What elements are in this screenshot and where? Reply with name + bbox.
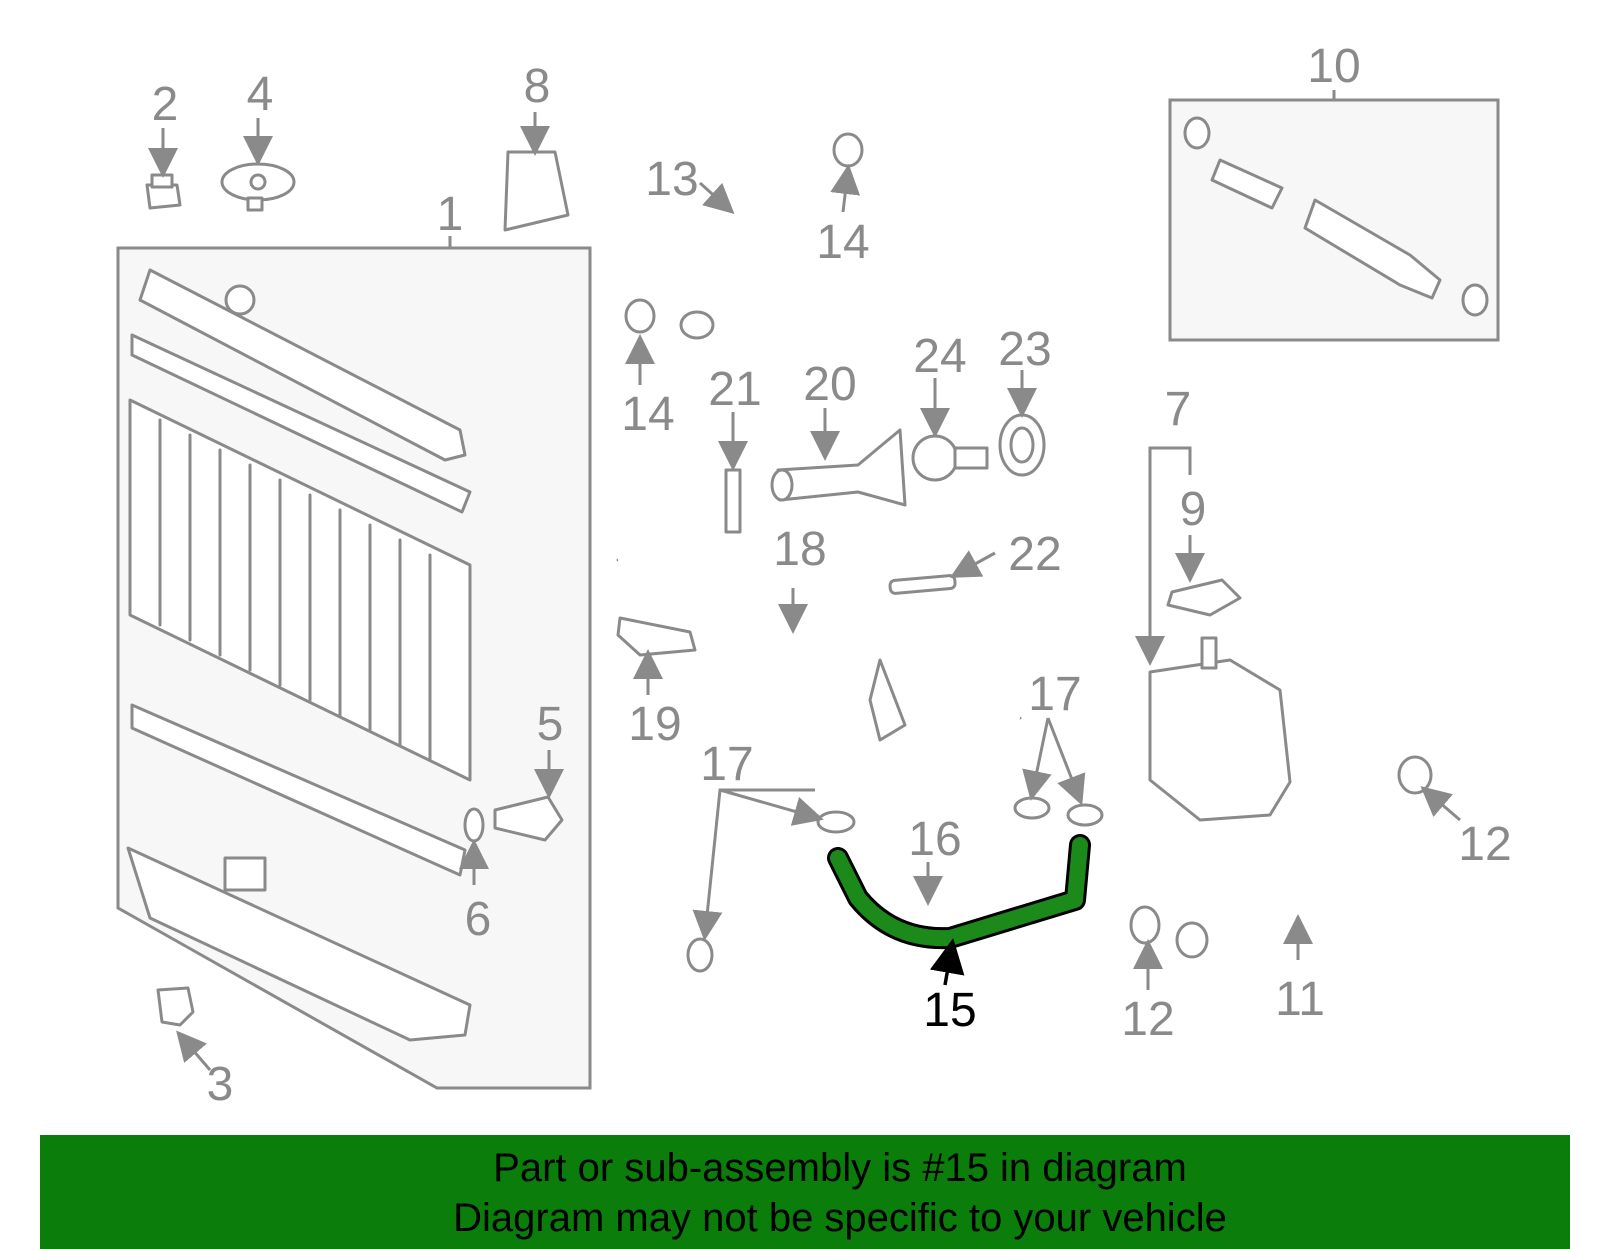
callout-3: 3 — [207, 1058, 234, 1111]
gasket-19 — [616, 616, 697, 657]
callout-10: 10 — [1307, 40, 1360, 93]
callout-1: 1 — [437, 188, 464, 241]
cap-4 — [220, 162, 296, 212]
water-inlet-20 — [770, 428, 907, 507]
callout-9: 9 — [1180, 483, 1207, 536]
callout-11: 11 — [1275, 973, 1325, 1026]
callout-12-right: 12 — [1458, 818, 1511, 871]
bracket-8 — [503, 150, 570, 232]
callout-18: 18 — [773, 523, 826, 576]
leader-lines — [148, 112, 1461, 1071]
callout-5: 5 — [537, 698, 564, 751]
callout-17-right: 17 — [1028, 668, 1081, 721]
callout-7: 7 — [1165, 383, 1192, 436]
banner-line-disclaimer: Diagram may not be specific to your vehi… — [453, 1196, 1227, 1240]
callout-6: 6 — [465, 893, 492, 946]
callout-12-left: 12 — [1121, 993, 1174, 1046]
nut-3 — [156, 986, 195, 1027]
info-banner: Part or sub-assembly is #15 in diagram D… — [40, 1135, 1570, 1249]
stud-22 — [888, 574, 957, 595]
upper-hose-13 — [679, 166, 812, 342]
callout-23: 23 — [998, 323, 1051, 376]
callout-17-left: 17 — [700, 738, 753, 791]
callout-16: 16 — [908, 813, 961, 866]
callout-19: 19 — [628, 698, 681, 751]
highlighted-hose-15 — [827, 834, 1091, 950]
drain-plug-2 — [145, 173, 182, 210]
thermostat-24 — [911, 434, 989, 482]
callout-21: 21 — [708, 363, 761, 416]
banner-line-part: Part or sub-assembly is #15 in diagram — [493, 1146, 1187, 1190]
radiator-assembly-panel — [116, 236, 592, 1090]
callout-22: 22 — [1008, 528, 1061, 581]
callout-14-top: 14 — [816, 216, 869, 269]
callout-8: 8 — [524, 60, 551, 113]
callout-4: 4 — [247, 68, 274, 121]
reservoir-cap-9 — [1166, 578, 1242, 617]
callout-20: 20 — [803, 358, 856, 411]
callout-14-left: 14 — [621, 388, 674, 441]
hose-clamps-12 — [1129, 755, 1433, 945]
reservoir-tank-7 — [1148, 636, 1292, 822]
callout-15: 15 — [923, 984, 976, 1037]
gasket-23 — [998, 413, 1046, 477]
callout-24: 24 — [913, 330, 966, 383]
stud-21 — [724, 468, 742, 534]
callout-labels: 1 2 3 4 5 6 7 8 9 10 11 12 12 13 14 14 1… — [152, 40, 1512, 1111]
lower-hose-11 — [1175, 766, 1384, 959]
plug-5-and-ring-6 — [463, 795, 564, 843]
hose-kit-box-10 — [1168, 90, 1500, 342]
callout-2: 2 — [152, 78, 179, 131]
callout-13: 13 — [645, 153, 698, 206]
hose-clamps-17 — [686, 796, 1104, 973]
hose-clamps-14 — [624, 132, 864, 334]
